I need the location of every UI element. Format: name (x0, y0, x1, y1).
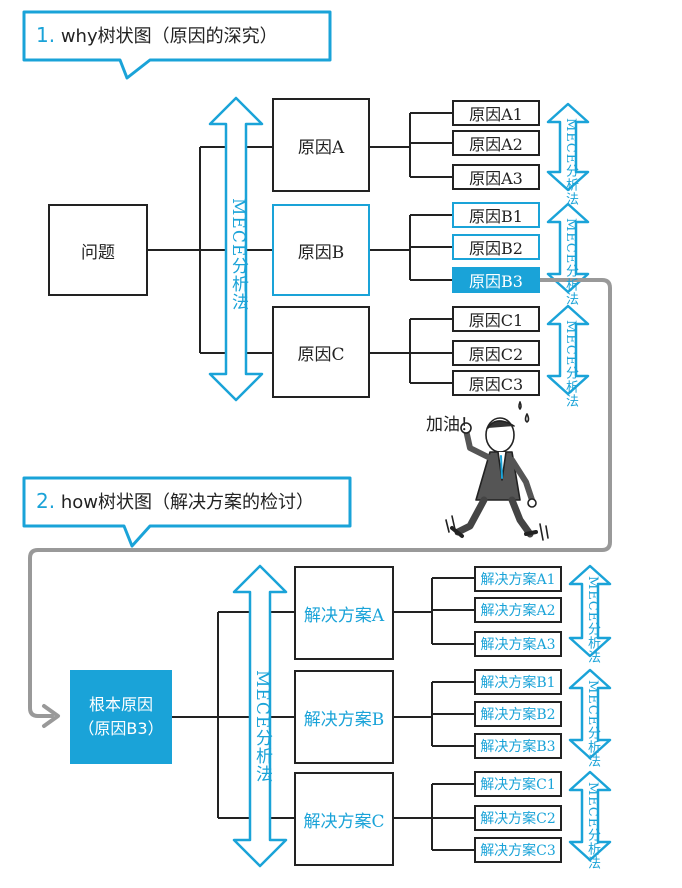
root-cause-line2: （原因B3） (78, 719, 164, 738)
mece-small-arrow-b (546, 202, 590, 294)
section1-heading: 1. why树状图（原因的深究） (36, 22, 278, 48)
section2-title: how树状图（解决方案的检讨） (60, 492, 314, 513)
flow-arrow-head (42, 704, 60, 728)
subsolution-label-a1: 解决方案A1 (480, 572, 556, 588)
subsolution-box-c1: 解决方案C1 (474, 771, 562, 797)
mece-small-label-b: MECE分析法 (563, 218, 578, 307)
subcause-box-c1: 原因C1 (452, 306, 540, 332)
root-cause-line1: 根本原因 (88, 695, 153, 714)
subcause-label-b3: 原因B3 (469, 272, 523, 291)
solution-box-b: 解决方案B (294, 670, 394, 764)
subcause-label-c1: 原因C1 (468, 311, 524, 330)
subcause-box-b2: 原因B2 (452, 234, 540, 260)
mece-arrow-why (208, 96, 264, 402)
subsolution-box-b1: 解决方案B1 (474, 669, 562, 695)
subsolution-box-a2: 解决方案A2 (474, 597, 562, 623)
mece-small-arrow-a (546, 102, 590, 192)
mece-small-arrow-sa (568, 564, 612, 658)
subsolution-label-b2: 解决方案B2 (480, 707, 556, 723)
subsolution-label-c3: 解决方案C3 (480, 843, 556, 859)
subcause-box-a2: 原因A2 (452, 130, 540, 156)
solution-label-a: 解决方案A (303, 605, 385, 626)
flow-arrow (28, 278, 612, 718)
subsolution-label-b1: 解决方案B1 (480, 675, 556, 691)
subsolution-label-c1: 解决方案C1 (480, 777, 556, 793)
mece-small-arrow-c (546, 304, 590, 396)
why-tree-lines (148, 112, 452, 384)
section2-heading: 2. how树状图（解决方案的检讨） (36, 488, 314, 514)
mece-label-how: MECE分析法 (252, 670, 272, 784)
running-businessman-illustration (445, 401, 549, 541)
solution-label-b: 解决方案B (303, 709, 385, 730)
callout-bubble-1 (22, 10, 332, 80)
subsolution-box-b2: 解决方案B2 (474, 701, 562, 727)
mece-small-label-sb: MECE分析法 (585, 680, 600, 769)
section2-number: 2. (36, 489, 56, 513)
subcause-box-b1: 原因B1 (452, 202, 540, 228)
cause-box-a: 原因A (272, 98, 370, 192)
subcause-box-c3: 原因C3 (452, 370, 540, 396)
mece-arrow-how (232, 564, 288, 868)
subcause-label-b2: 原因B2 (469, 239, 523, 258)
cause-label-b: 原因B (297, 242, 345, 263)
subsolution-box-c2: 解决方案C2 (474, 805, 562, 831)
subcause-label-a3: 原因A3 (469, 169, 523, 188)
subsolution-box-a3: 解决方案A3 (474, 631, 562, 657)
subcause-label-b1: 原因B1 (469, 207, 523, 226)
problem-label: 问题 (81, 242, 115, 263)
mece-label-why: MECE分析法 (228, 198, 248, 312)
subcause-label-c2: 原因C2 (468, 345, 524, 364)
callout-bubble-2 (22, 476, 352, 548)
character-shout: 加油！ (426, 415, 477, 435)
section1-title: why树状图（原因的深究） (60, 26, 278, 47)
subcause-label-a2: 原因A2 (469, 135, 523, 154)
cause-label-c: 原因C (297, 344, 345, 365)
subsolution-label-a2: 解决方案A2 (480, 603, 556, 619)
subcause-label-a1: 原因A1 (469, 105, 523, 124)
subsolution-label-b3: 解决方案B3 (480, 739, 556, 755)
subsolution-label-c2: 解决方案C2 (480, 811, 556, 827)
cause-label-a: 原因A (297, 137, 345, 158)
subcause-box-a1: 原因A1 (452, 100, 540, 126)
mece-small-label-sa: MECE分析法 (585, 576, 600, 665)
cause-box-c: 原因C (272, 306, 370, 398)
mece-small-label-sc: MECE分析法 (585, 782, 600, 871)
subsolution-box-a1: 解决方案A1 (474, 566, 562, 592)
mece-small-arrow-sb (568, 668, 612, 760)
solution-box-a: 解决方案A (294, 566, 394, 660)
root-cause-box: 根本原因 （原因B3） (70, 670, 172, 764)
subcause-label-c3: 原因C3 (468, 375, 524, 394)
problem-box: 问题 (48, 204, 148, 296)
subcause-box-a3: 原因A3 (452, 164, 540, 190)
subsolution-label-a3: 解决方案A3 (480, 637, 556, 653)
mece-small-label-a: MECE分析法 (563, 118, 578, 207)
solution-box-c: 解决方案C (294, 772, 394, 866)
subcause-box-b3-highlighted: 原因B3 (452, 267, 540, 293)
mece-small-label-c: MECE分析法 (563, 320, 578, 409)
how-tree-lines (172, 577, 474, 851)
section1-number: 1. (36, 23, 56, 47)
cause-box-b: 原因B (272, 204, 370, 296)
subsolution-box-c3: 解决方案C3 (474, 837, 562, 863)
mece-small-arrow-sc (568, 770, 612, 862)
subsolution-box-b3: 解决方案B3 (474, 733, 562, 759)
subcause-box-c2: 原因C2 (452, 340, 540, 366)
solution-label-c: 解决方案C (303, 811, 385, 832)
